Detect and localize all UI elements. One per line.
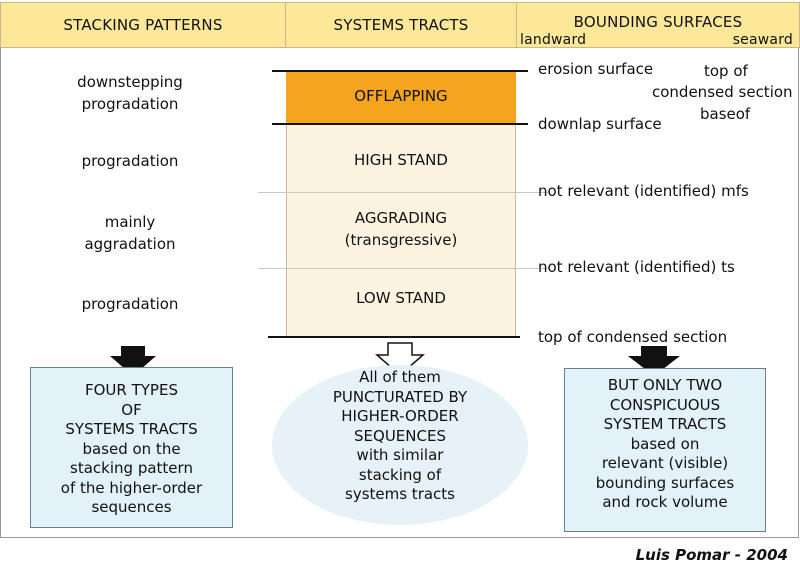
header-tracts-label: SYSTEMS TRACTS: [333, 16, 469, 34]
left-box-line-2: OF: [121, 400, 142, 419]
header-surfaces-label: BOUNDING SURFACES: [573, 13, 743, 31]
right-summary-box: BUT ONLY TWO CONSPICUOUS SYSTEM TRACTS b…: [564, 368, 766, 532]
surface-top-of: top of: [704, 62, 748, 80]
surface-erosion: erosion surface: [538, 60, 654, 78]
tract-low-stand: LOW STAND: [356, 289, 446, 307]
tract-high-stand: HIGH STAND: [354, 151, 448, 169]
right-box-line-1: BUT ONLY TWO: [607, 376, 723, 394]
tract-aggrading: AGGRADING: [354, 209, 448, 227]
right-box-line-5: relevant (visible): [601, 454, 729, 472]
middle-box-line-6: stacking of: [358, 465, 442, 484]
tract-offlapping: OFFLAPPING: [354, 87, 448, 105]
right-box-line-6: bounding surfaces: [595, 473, 735, 492]
surface-condensed-section: condensed section: [652, 83, 793, 101]
middle-summary-ellipse: [272, 365, 528, 525]
surface-downlap: downlap surface: [538, 115, 662, 133]
stacking-progradation-3: progradation: [81, 295, 179, 313]
middle-box-line-7: systems tracts: [345, 485, 455, 503]
middle-summary-text: All of them PUNCTURATED BY HIGHER-ORDER …: [272, 368, 528, 505]
erosion-surface-line: [272, 70, 528, 72]
stacking-progradation-2: progradation: [81, 152, 179, 170]
header-stacking-patterns: STACKING PATTERNS: [0, 2, 286, 48]
surface-ts: not relevant (identified) ts: [538, 258, 735, 276]
surface-baseof: baseof: [700, 105, 751, 123]
header-bounding-surfaces: BOUNDING SURFACES landward seaward: [516, 2, 800, 48]
stacking-mainly: mainly: [104, 213, 156, 231]
middle-box-line-5: with similar: [356, 446, 444, 464]
right-box-line-3: SYSTEM TRACTS: [603, 415, 727, 433]
left-box-line-3: SYSTEMS TRACTS: [65, 420, 198, 438]
right-box-line-7: and rock volume: [602, 493, 728, 511]
offlapping-band: [286, 71, 516, 124]
condensed-section-line: [268, 336, 520, 338]
left-box-line-5: stacking pattern: [70, 459, 193, 477]
surface-top-condensed: top of condensed section: [538, 328, 728, 346]
surface-mfs: not relevant (identified) mfs: [538, 182, 749, 200]
stacking-downstepping: downstepping: [77, 73, 183, 91]
middle-box-line-2: PUNCTURATED BY: [332, 387, 468, 406]
right-box-line-2: CONSPICUOUS: [609, 395, 721, 414]
right-box-line-4: based on: [630, 434, 700, 453]
middle-box-line-3: HIGHER-ORDER: [341, 407, 459, 425]
middle-box-line-4: SEQUENCES: [354, 426, 446, 445]
left-summary-box: FOUR TYPES OF SYSTEMS TRACTS based on th…: [30, 367, 233, 528]
mfs-line: [258, 192, 548, 193]
header-seaward-label: seaward: [732, 32, 793, 48]
middle-box-line-1: All of them: [359, 368, 441, 386]
left-down-arrow-icon: [110, 346, 156, 376]
tract-aggrading-sub: (transgressive): [344, 231, 458, 249]
right-down-arrow-icon: [628, 346, 680, 376]
left-box-line-4: based on the: [82, 439, 181, 458]
stacking-progradation-1: progradation: [81, 95, 179, 113]
ts-line: [258, 268, 548, 269]
left-box-line-1: FOUR TYPES: [85, 381, 178, 399]
diagram-frame: [0, 48, 799, 538]
header-stacking-label: STACKING PATTERNS: [63, 16, 223, 34]
header-landward-label: landward: [520, 32, 587, 48]
header-systems-tracts: SYSTEMS TRACTS: [285, 2, 517, 48]
downlap-surface-line: [272, 123, 528, 125]
left-box-line-6: of the higher-order: [60, 478, 203, 497]
stacking-aggradation: aggradation: [84, 235, 176, 253]
credit-label: Luis Pomar - 2004: [635, 546, 788, 564]
left-box-line-7: sequences: [91, 498, 172, 516]
